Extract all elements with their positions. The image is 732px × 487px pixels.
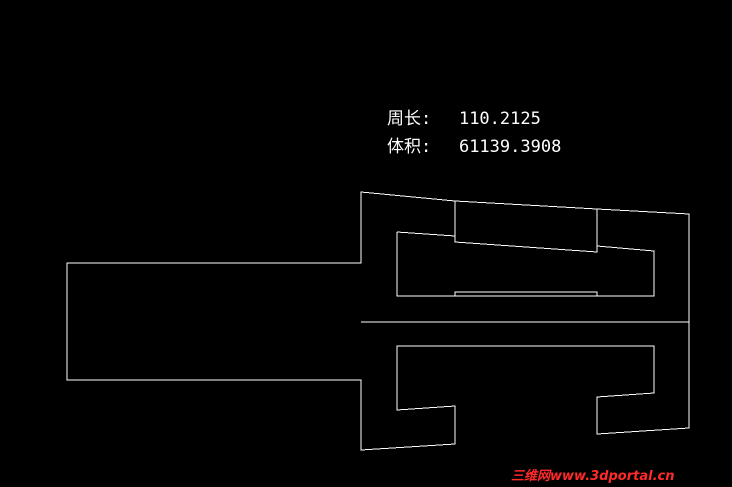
volume-value: 61139.3908 bbox=[458, 137, 562, 157]
part-outer-profile bbox=[66, 191, 690, 451]
volume-label: 体积: bbox=[386, 137, 432, 157]
perimeter-label: 周长: bbox=[386, 109, 432, 129]
perimeter-value: 110.2125 bbox=[458, 109, 541, 129]
volume-readout: 体积: 61139.3908 bbox=[346, 117, 561, 177]
part-inner-slot bbox=[454, 291, 598, 296]
perimeter-readout: 周长: 110.2125 bbox=[346, 89, 541, 149]
part-inner-cavity-upper bbox=[396, 231, 655, 297]
site-watermark: 三维网www.3dportal.cn bbox=[511, 469, 675, 484]
